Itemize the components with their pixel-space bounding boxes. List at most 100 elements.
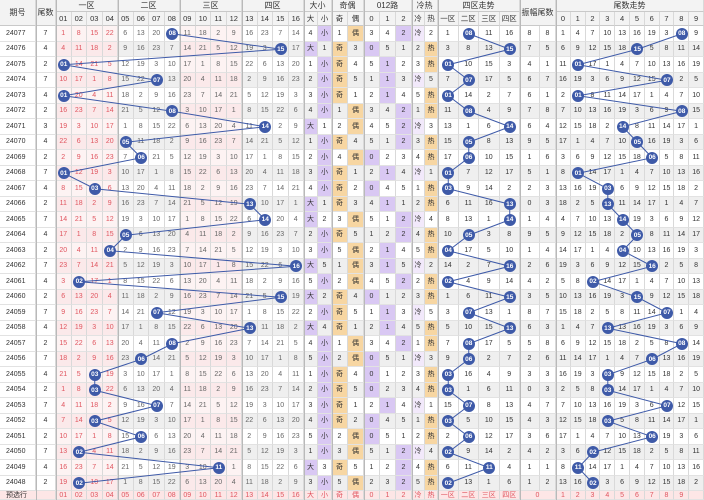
miss-cell: 18 xyxy=(118,88,134,104)
miss-cell: 10 xyxy=(164,57,180,73)
miss-cell: 16 xyxy=(56,103,72,119)
size-big-cell: 4 xyxy=(304,103,318,119)
number-header-2: 02 xyxy=(71,12,87,26)
miss-cell: 11 xyxy=(211,72,227,88)
tail-trend-cell: 8 xyxy=(630,119,645,135)
zone-ball: 13 xyxy=(503,198,516,211)
hot-cell: 热 xyxy=(425,57,438,73)
route-cell: 2 xyxy=(396,103,412,119)
miss-cell: 19 xyxy=(87,165,103,181)
tail-ball: 08 xyxy=(675,27,688,40)
tail-trend-cell: 16 xyxy=(556,72,571,88)
parity-even-cell: 1 xyxy=(348,88,364,104)
miss-cell: 6 xyxy=(288,103,304,119)
tail-trend-cell: 11 xyxy=(689,150,704,166)
miss-cell: 5 xyxy=(242,88,258,104)
tail-cell: 2 xyxy=(36,103,56,119)
miss-cell: 20 xyxy=(71,88,87,104)
zone-trend-3-header: 三区 xyxy=(479,12,500,26)
miss-cell: 8 xyxy=(133,119,149,135)
zone-ball: 03 xyxy=(442,368,455,381)
tail-trend-cell: 7 xyxy=(674,88,690,104)
miss-cell: 9 xyxy=(226,26,242,42)
hotcold-header: 冷热 xyxy=(412,0,438,12)
zone-ball: 07 xyxy=(462,306,475,319)
size-big-cell: 3 xyxy=(304,88,318,104)
zone-header-1: 一区 xyxy=(56,0,118,12)
issue-cell: 24068 xyxy=(0,165,36,181)
miss-cell: 3 xyxy=(180,103,196,119)
zone-trend-cell: 3 xyxy=(499,57,520,73)
hot-header: 热 xyxy=(425,12,438,26)
miss-cell: 2 xyxy=(56,150,72,166)
tail-trend-cell: 6 xyxy=(556,41,571,57)
zone-ball: 07 xyxy=(462,399,475,412)
size-big-header: 大 xyxy=(304,12,318,26)
route-header: 012路 xyxy=(364,0,412,12)
tail-trend-cell: 14 xyxy=(615,88,630,104)
miss-cell: 2 xyxy=(211,26,227,42)
tail-ball: 03 xyxy=(601,368,614,381)
tail-2-header: 2 xyxy=(585,12,601,26)
tail-cell: 2 xyxy=(36,150,56,166)
tail-trend-cell: 16 xyxy=(644,134,660,150)
tail-trend-cell: 17 xyxy=(556,134,571,150)
tail-trend-cell: 4 xyxy=(585,134,601,150)
number-header-16: 16 xyxy=(288,12,304,26)
miss-cell: 2 xyxy=(164,134,180,150)
zone-header-2: 二区 xyxy=(118,0,180,12)
miss-cell: 10 xyxy=(195,103,211,119)
zone-trend-cell: 1 xyxy=(438,26,459,42)
tail-trend-cell: 15 xyxy=(689,103,704,119)
route-cell: 2 xyxy=(396,57,412,73)
miss-cell: 14 xyxy=(242,134,258,150)
tail-ball: 01 xyxy=(572,58,585,71)
size-small-header: 小 xyxy=(318,12,332,26)
miss-cell: 13 xyxy=(226,165,242,181)
miss-cell: 22 xyxy=(56,134,72,150)
parity-odd-cell: 2 xyxy=(332,119,348,135)
tail-trend-cell: 3 xyxy=(630,103,645,119)
cold-cell: 1 xyxy=(412,103,425,119)
parity-even-cell: 5 xyxy=(348,72,364,88)
miss-cell: 3 xyxy=(102,165,118,181)
cold-cell: 冷 xyxy=(412,72,425,88)
miss-cell: 22 xyxy=(133,72,149,88)
miss-cell: 15 xyxy=(149,119,165,135)
cold-cell: 3 xyxy=(412,134,425,150)
tail-trend-cell: 6 xyxy=(600,72,616,88)
tail-trend-cell: 10 xyxy=(600,26,616,42)
number-ball: 07 xyxy=(150,74,163,87)
miss-cell: 2 xyxy=(242,72,258,88)
tail-trend-cell: 5 xyxy=(659,150,675,166)
tail-6-header: 6 xyxy=(644,12,660,26)
hot-cell: 5 xyxy=(425,72,438,88)
zone-ball: 16 xyxy=(503,260,516,273)
tail-header: 尾数 xyxy=(36,0,56,26)
miss-cell: 4 xyxy=(195,72,211,88)
number-header-12: 12 xyxy=(226,12,242,26)
tail-trend-cell: 13 xyxy=(615,26,630,42)
zone-trend-2-header: 二区 xyxy=(458,12,479,26)
miss-cell: 15 xyxy=(288,150,304,166)
tail-trend-cell: 1 xyxy=(570,134,586,150)
miss-cell: 9 xyxy=(149,88,165,104)
zone-trend-1-header: 一区 xyxy=(438,12,459,26)
tail-trend-cell: 1 xyxy=(644,88,660,104)
tail-trend-cell: 13 xyxy=(585,103,601,119)
miss-cell: 14 xyxy=(71,57,87,73)
amplitude-tail-cell: 7 xyxy=(540,72,556,88)
zone-trend-cell: 8 xyxy=(458,41,479,57)
miss-cell: 1 xyxy=(149,165,165,181)
tail-ball: 02 xyxy=(587,275,599,288)
number-header-1: 01 xyxy=(56,12,72,26)
number-ball: 06 xyxy=(135,151,148,164)
miss-cell: 2 xyxy=(102,41,118,57)
size-big-cell: 2 xyxy=(304,72,318,88)
miss-cell: 21 xyxy=(257,134,273,150)
tail-trend-line xyxy=(576,33,684,484)
route-cell: 4 xyxy=(364,119,380,135)
tail-trend-cell: 15 xyxy=(615,150,630,166)
number-header-14: 14 xyxy=(257,12,273,26)
zone-ball: 13 xyxy=(503,322,516,335)
